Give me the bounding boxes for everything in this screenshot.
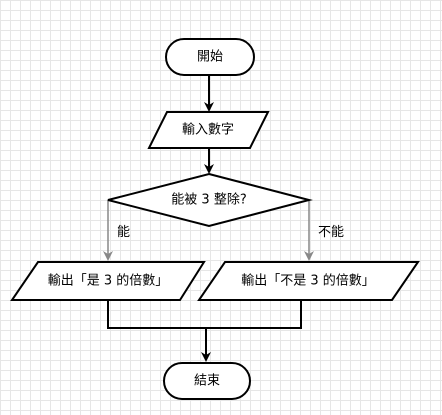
decision-label: 能被 3 整除? [171, 193, 246, 208]
input-parallelogram [147, 111, 270, 149]
start-label: 開始 [197, 50, 223, 65]
edge-merge-outputs [107, 300, 302, 329]
output-yes-parallelogram [10, 261, 206, 301]
input-label: 輸入數字 [182, 123, 234, 138]
end-label: 結束 [194, 374, 220, 389]
output-no-label: 輸出「不是 3 的倍數」 [241, 273, 375, 289]
start-terminator [165, 38, 255, 76]
output-no-parallelogram [197, 261, 420, 301]
end-terminator [163, 362, 251, 400]
edge-label-no: 不能 [318, 225, 344, 240]
decision-diamond [107, 172, 313, 228]
output-yes-label: 輸出「是 3 的倍數」 [48, 273, 169, 289]
edge-label-yes: 能 [117, 225, 130, 240]
